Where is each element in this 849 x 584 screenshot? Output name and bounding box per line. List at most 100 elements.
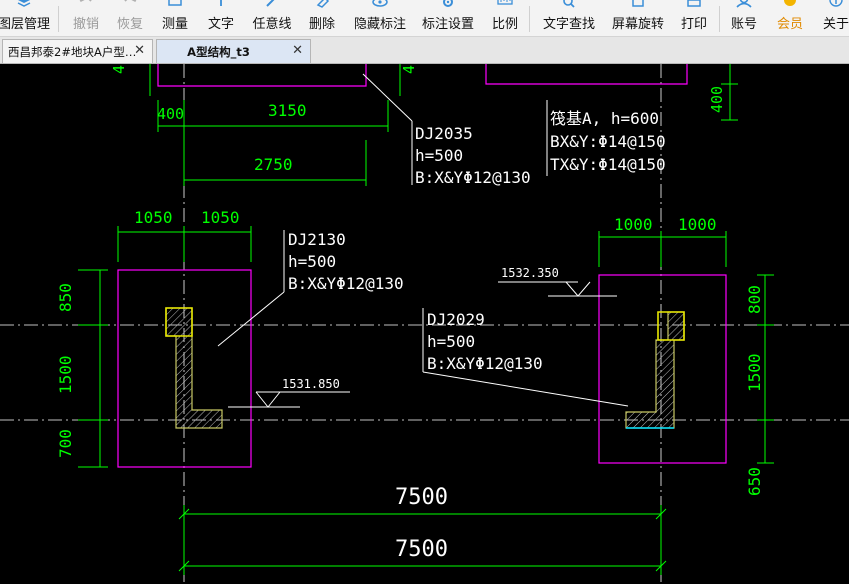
close-icon[interactable]: ✕ — [134, 43, 145, 58]
text-search-button[interactable]: 文字查找 — [541, 0, 597, 36]
delete-button[interactable]: 删除 — [306, 0, 338, 36]
undo-button[interactable]: 撤销 — [70, 0, 102, 36]
dim-label-3150: 3150 — [268, 101, 307, 120]
dim-label-7500-upper: 7500 — [395, 485, 448, 510]
dim-label-400: 400 — [157, 105, 184, 123]
account-button[interactable]: 账号 — [728, 0, 760, 36]
eye-icon — [372, 0, 388, 7]
toolbar-divider — [529, 6, 530, 32]
column-outline — [165, 307, 193, 337]
drawing-canvas[interactable]: 450 450 400 3150 2750 400 DJ2035 h=500 B… — [0, 64, 849, 584]
footing-label-dj2029: DJ2029 — [427, 310, 485, 329]
text-search-icon — [563, 0, 575, 8]
layer-manager-label: 图层管理 — [0, 17, 51, 32]
freeline-button[interactable]: 任意线 — [252, 0, 292, 36]
raft-bottom-reinf: BX&Y:Φ14@150 — [550, 132, 666, 151]
layers-icon — [17, 0, 31, 7]
text-button[interactable]: 文字 — [205, 0, 237, 36]
dim-label-450-right: 450 — [400, 64, 418, 74]
footing-reinf-dj2130: B:X&YΦ12@130 — [288, 274, 404, 293]
info-icon — [829, 0, 843, 7]
elevation-triangle — [255, 391, 281, 408]
hide-annotation-button[interactable]: 隐藏标注 — [352, 0, 408, 36]
toolbar-divider — [58, 6, 59, 32]
tab-document-2-active[interactable]: A型结构_t3 ✕ — [156, 39, 311, 63]
about-label: 关于 — [822, 17, 849, 32]
freeline-icon — [266, 0, 275, 7]
wall-section-left — [165, 307, 223, 429]
annotation-settings-button[interactable]: 标注设置 — [420, 0, 476, 36]
dim-label-450-left: 450 — [110, 64, 128, 74]
user-icon — [736, 0, 752, 8]
raft-outline-a — [485, 64, 688, 85]
footing-label-dj2035: DJ2035 — [415, 124, 473, 143]
tab-document-1[interactable]: 西昌邦泰2#地块A户型… ✕ — [2, 39, 153, 63]
measure-label: 测量 — [161, 17, 188, 32]
rotate-screen-label: 屏幕旋转 — [611, 17, 664, 32]
wall-section-right — [625, 311, 685, 429]
left-dimension-lines — [78, 226, 252, 468]
elevation-marker-left — [228, 391, 350, 408]
text-label: 文字 — [207, 17, 234, 32]
dimension-tick — [655, 508, 667, 520]
footing-height-dj2130: h=500 — [288, 252, 336, 271]
leader-line — [362, 73, 413, 122]
leader-line — [217, 291, 285, 347]
dim-label-7500-lower: 7500 — [395, 537, 448, 562]
dim-label-700: 700 — [56, 429, 75, 458]
dimension-tick — [178, 508, 190, 520]
raft-top-reinf: TX&Y:Φ14@150 — [550, 155, 666, 174]
leader-line — [422, 371, 629, 407]
dim-label-1050b: 1050 — [201, 208, 240, 227]
annotation-settings-label: 标注设置 — [421, 17, 474, 32]
delete-label: 删除 — [308, 17, 335, 32]
toolbar-divider — [719, 6, 720, 32]
close-icon[interactable]: ✕ — [292, 43, 303, 58]
eraser-icon — [316, 0, 330, 8]
elevation-marker-right — [498, 281, 617, 297]
undo-label: 撤销 — [72, 17, 99, 32]
layer-manager-button[interactable]: 图层管理 — [0, 0, 51, 36]
dim-label-1500-left: 1500 — [56, 355, 75, 394]
hide-annotation-label: 隐藏标注 — [353, 17, 406, 32]
print-button[interactable]: 打印 — [678, 0, 710, 36]
footing-outline-dj2130 — [117, 269, 252, 468]
dim-label-850: 850 — [56, 283, 75, 312]
about-button[interactable]: 关于 — [820, 0, 849, 36]
dimension-tick — [655, 560, 667, 572]
dim-label-400-right: 400 — [708, 86, 726, 113]
rotate-screen-button[interactable]: 屏幕旋转 — [610, 0, 666, 36]
vip-icon — [784, 0, 796, 6]
dim-label-650: 650 — [745, 467, 764, 496]
footing-reinf-dj2029: B:X&YΦ12@130 — [427, 354, 543, 373]
scale-label: 比例 — [491, 17, 518, 32]
document-tab-bar: 西昌邦泰2#地块A户型… ✕ A型结构_t3 ✕ — [0, 37, 849, 64]
vip-button[interactable]: 会员 — [774, 0, 806, 36]
footing-height-dj2035: h=500 — [415, 146, 463, 165]
dim-label-2750: 2750 — [254, 155, 293, 174]
vip-label: 会员 — [776, 17, 803, 32]
footing-outline-dj2029 — [598, 274, 727, 464]
print-icon — [687, 0, 701, 7]
undo-icon — [79, 0, 92, 3]
redo-label: 恢复 — [116, 17, 143, 32]
text-search-label: 文字查找 — [542, 17, 595, 32]
freeline-label: 任意线 — [252, 17, 292, 32]
measure-button[interactable]: 测量 — [159, 0, 191, 36]
footing-reinf-dj2035: B:X&YΦ12@130 — [415, 168, 531, 187]
redo-button[interactable]: 恢复 — [114, 0, 146, 36]
elevation-label-right: 1532.350 — [501, 266, 559, 280]
elevation-label-left: 1531.850 — [282, 377, 340, 391]
dim-label-800: 800 — [745, 285, 764, 314]
footing-label-dj2130: DJ2130 — [288, 230, 346, 249]
dim-label-1000b: 1000 — [678, 215, 717, 234]
tab-label: A型结构_t3 — [187, 44, 250, 59]
dimension-tick — [178, 560, 190, 572]
measure-icon — [168, 0, 182, 6]
redo-icon — [124, 0, 137, 3]
print-label: 打印 — [680, 17, 707, 32]
scale-button[interactable]: 比例 — [489, 0, 521, 36]
top-dimension-lines — [149, 64, 738, 186]
footing-outline-dj2035 — [157, 64, 367, 87]
dim-label-1000a: 1000 — [614, 215, 653, 234]
